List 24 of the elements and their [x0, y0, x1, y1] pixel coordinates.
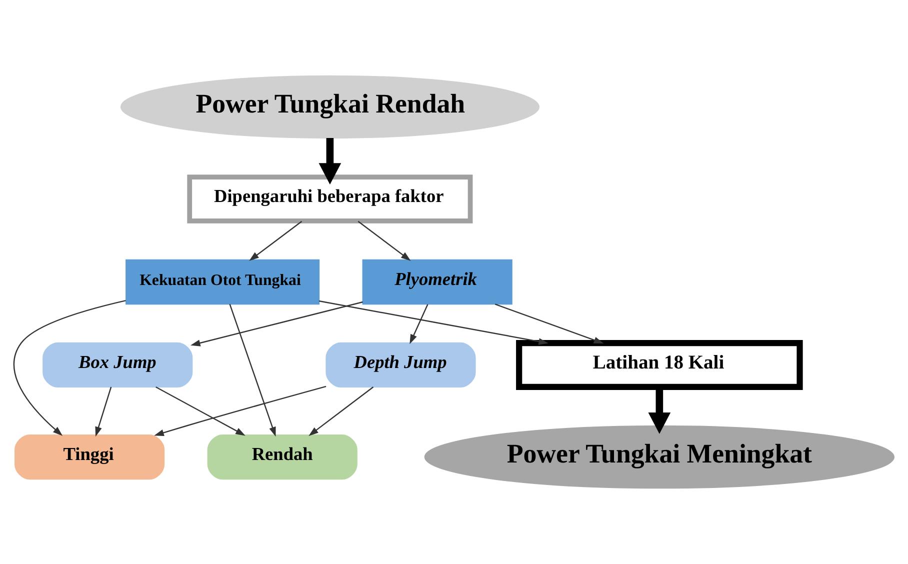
node-ellipse: Power Tungkai Meningkat	[424, 425, 895, 489]
node-box: Tinggi	[14, 434, 165, 480]
arrow	[156, 386, 246, 436]
node-box: Depth Jump	[326, 342, 476, 388]
node-box: Box Jump	[42, 342, 193, 388]
arrow	[308, 386, 374, 436]
arrow	[249, 220, 302, 261]
node-box: Kekuatan Otot Tungkai	[126, 259, 320, 305]
node-box: Dipengaruhi beberapa faktor	[187, 174, 473, 224]
arrow	[229, 304, 276, 437]
arrow	[648, 387, 671, 434]
arrow	[190, 301, 363, 346]
arrow	[13, 300, 126, 436]
arrow	[318, 300, 548, 345]
node-box: Rendah	[207, 434, 358, 480]
node-ellipse: Power Tungkai Rendah	[120, 75, 540, 139]
arrow	[410, 304, 428, 344]
arrow	[154, 386, 326, 436]
arrow	[95, 386, 112, 437]
node-box: Plyometrik	[362, 259, 512, 305]
node-box: Latihan 18 Kali	[516, 340, 803, 390]
arrow	[318, 138, 342, 184]
arrow	[358, 220, 411, 261]
arrow	[494, 304, 604, 344]
